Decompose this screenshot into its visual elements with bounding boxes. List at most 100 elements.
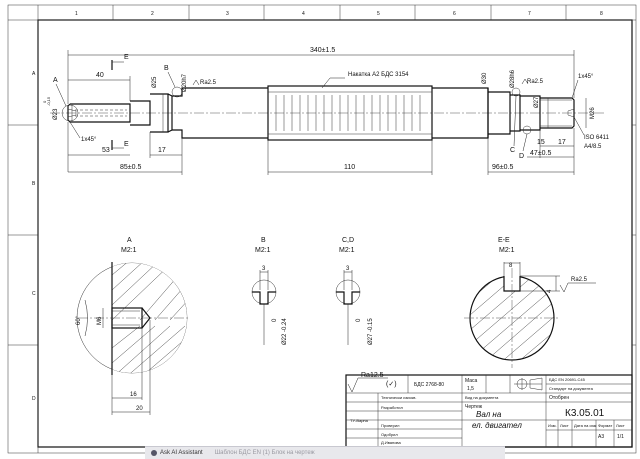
dim-d23-tol-upper: -0,15 <box>46 96 51 106</box>
zone-1: 1 <box>75 11 78 17</box>
detail-cd-view: C,D M2:1 3 0 Ø27 -0.15 <box>335 237 374 345</box>
taskbar-item-ai-assistant[interactable]: Ask AI Assistant <box>145 450 209 456</box>
knurl-lines <box>275 95 421 131</box>
tb-col-5: Лист <box>616 423 625 428</box>
detail-a-angle: 60° <box>76 315 82 325</box>
tb-material: БДС 2768-80 <box>414 382 444 388</box>
detail-a-len16: 16 <box>130 392 137 398</box>
roughness-top-left: Ra2.5 <box>200 80 217 86</box>
section-ee-title: E-E <box>498 237 510 244</box>
detail-label-d: D <box>519 153 524 160</box>
dim-d25: Ø25 <box>152 76 158 88</box>
roughness-top-right: Ra2.5 <box>527 79 544 85</box>
taskbar-item-label: Ask AI Assistant <box>160 450 203 456</box>
knurl-note: Накатка А2 БДС 3154 <box>348 72 409 78</box>
detail-b-view: B M2:1 3 0 Ø22 -0.24 <box>251 237 288 345</box>
tb-title-line1: Вал на <box>476 410 502 419</box>
taskbar: Ask AI Assistant Шаблон БДС ЕN (1) Блок … <box>145 446 505 459</box>
tb-col-3: Дата на изм <box>574 423 597 428</box>
tb-approver: Д.Иванова <box>381 440 402 445</box>
detail-a-title: A <box>127 237 132 244</box>
section-label-e-top: E <box>124 54 129 61</box>
tb-ref-value: Отобрен <box>549 395 569 401</box>
tb-code: К3.05.01 <box>565 408 605 419</box>
tb-standard: БДС ЕN 20691-С45 <box>549 377 586 382</box>
tb-title-line2: ел. двигател <box>472 421 522 430</box>
zone-c: C <box>32 291 36 297</box>
zone-a: A <box>32 71 36 77</box>
detail-label-c: C <box>510 147 515 154</box>
taskbar-item-label: Шаблон БДС ЕN (1) Блок на чертеж <box>214 450 315 456</box>
dim-d27: Ø27 <box>534 96 540 108</box>
dim-d20h7: Ø20h7 <box>182 73 188 92</box>
section-ee-depth: 4 <box>547 289 553 293</box>
dim-chamfer-left: 1x45° <box>81 137 97 143</box>
tb-col-4: Формат <box>598 423 612 428</box>
detail-cd-width: 3 <box>346 266 350 272</box>
tb-checked: Проверил <box>381 423 400 428</box>
detail-a-circle <box>61 104 79 122</box>
tb-doctype-label: Вид на документа <box>465 395 499 400</box>
detail-label-a: A <box>53 77 58 84</box>
detail-cd-title: C,D <box>342 237 354 244</box>
dim-length-17-left: 17 <box>158 147 166 154</box>
projection-symbol-icon <box>514 377 543 391</box>
detail-cd-scale: M2:1 <box>339 247 355 254</box>
zone-markers-side: A B C D <box>8 71 636 402</box>
zone-4: 4 <box>302 11 305 17</box>
tb-col-2: Лист <box>560 423 569 428</box>
tb-mass-label: Маса <box>465 378 478 384</box>
section-ee-width: 8 <box>509 263 513 269</box>
main-view-dimensions: 340±1.5 40 Накатка А2 БДС 3154 A Ø23 -0,… <box>42 47 610 175</box>
detail-a-thread: M6 <box>97 316 103 325</box>
section-ee-roughness: Ra2.5 <box>571 277 588 283</box>
taskbar-item-template[interactable]: Шаблон БДС ЕN (1) Блок на чертеж <box>209 450 321 456</box>
detail-b-scale: M2:1 <box>255 247 271 254</box>
zone-7: 7 <box>528 11 531 17</box>
dim-d28h6: Ø28h6 <box>510 69 516 88</box>
tb-ref-label: Стандарт на документа <box>549 386 594 391</box>
tb-tech-label: Технически изискв. <box>381 395 417 400</box>
dim-overall-length: 340±1.5 <box>310 47 335 54</box>
assistant-icon <box>151 450 157 456</box>
dim-length-53: 53 <box>102 147 110 154</box>
dim-length-17-right: 17 <box>558 139 566 146</box>
detail-b-tol: 0 <box>272 318 278 322</box>
detail-b-width: 3 <box>262 266 266 272</box>
dim-chamfer-right: 1x45° <box>578 74 594 80</box>
iso-type: A4/8.5 <box>584 144 602 150</box>
detail-b-title: B <box>261 237 266 244</box>
tb-org: ТУ-Варна <box>350 418 369 423</box>
tb-mass-value: 1,5 <box>467 386 474 392</box>
tb-doctype-value: Чертеж <box>465 404 483 410</box>
knurled-section <box>267 85 433 141</box>
dim-length-47: 47±0.5 <box>530 150 551 157</box>
detail-cd-tol: 0 <box>356 318 362 322</box>
detail-b-dim: Ø22 -0.24 <box>282 318 288 345</box>
dim-length-110: 110 <box>344 164 355 171</box>
zone-markers-top: 1 2 3 4 5 6 7 8 <box>75 5 603 20</box>
dim-d23: Ø23 <box>53 108 59 120</box>
tb-designed: Разработил <box>381 405 403 410</box>
zone-8: 8 <box>600 11 603 17</box>
detail-label-b: B <box>164 65 169 72</box>
zone-3: 3 <box>226 11 229 17</box>
detail-a-len20: 20 <box>136 406 143 412</box>
tb-col-1: Изм. <box>548 423 557 428</box>
zone-6: 6 <box>453 11 456 17</box>
iso-standard: ISO 6411 <box>584 135 610 141</box>
section-ee-view: E-E M2:1 8 4 Ra2.5 <box>464 237 596 368</box>
dim-m26: M26 <box>590 107 596 119</box>
detail-a-scale: M2:1 <box>121 247 137 254</box>
dim-d30: Ø30 <box>482 72 488 84</box>
zone-b: B <box>32 181 36 187</box>
detail-cd-dim: Ø27 -0.15 <box>368 318 374 345</box>
tb-sheet: 1/1 <box>617 434 624 440</box>
dim-d23-tol-lower: 0 <box>42 100 47 103</box>
zone-d: D <box>32 396 36 402</box>
dim-length-96: 96±0.5 <box>492 164 513 171</box>
detail-a-view: A M2:1 <box>76 237 188 415</box>
dim-length-15: 15 <box>537 139 545 146</box>
shaft-main-view: E E <box>50 54 605 150</box>
